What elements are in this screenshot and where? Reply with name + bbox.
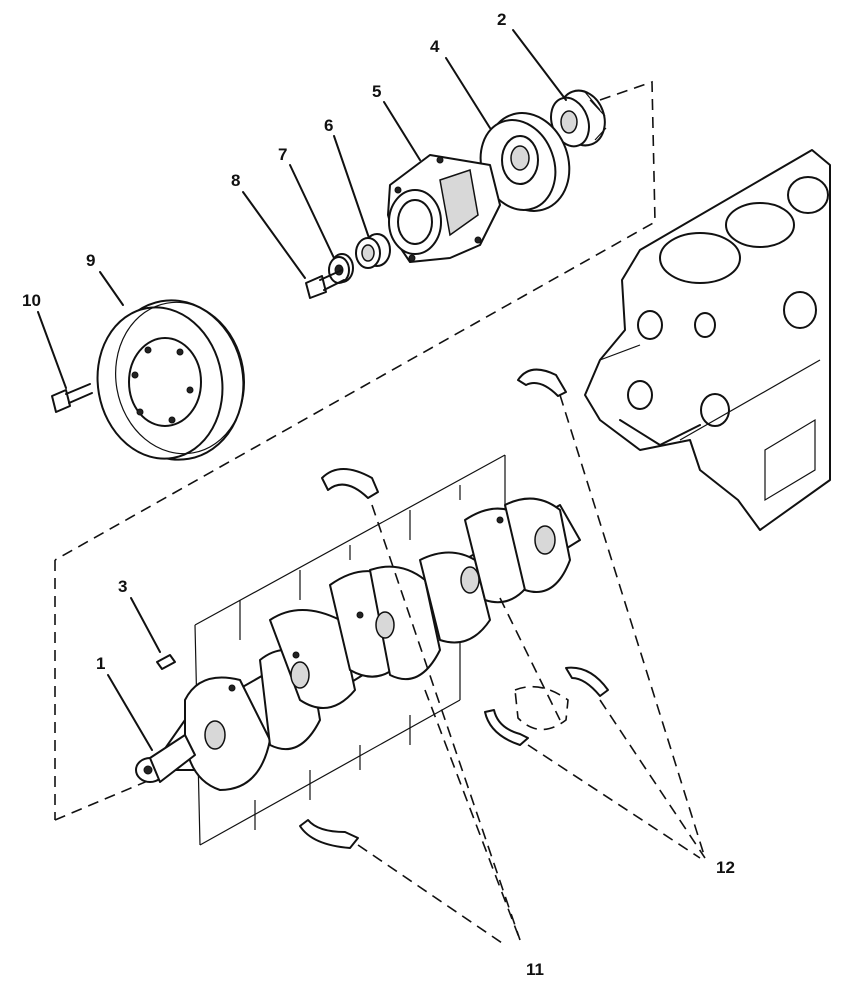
callout-8: 8 <box>231 171 240 190</box>
callout-11: 11 <box>526 960 544 979</box>
callout-12: 12 <box>716 858 735 877</box>
callout-4: 4 <box>430 37 440 56</box>
callout-1: 1 <box>96 654 105 673</box>
engine-block <box>584 149 831 531</box>
part-11-bearing-upper <box>321 468 379 499</box>
part-5-housing <box>387 154 501 263</box>
callout-5: 5 <box>372 82 381 101</box>
reference-lines <box>357 394 706 946</box>
part-3-key <box>156 654 176 670</box>
callout-7: 7 <box>278 145 287 164</box>
callout-3: 3 <box>118 577 127 596</box>
part-10-bolt <box>51 383 93 413</box>
part-12-thrust-washer-right <box>565 666 609 697</box>
part-1-crankshaft <box>135 454 581 846</box>
part-9-pulley <box>96 299 245 461</box>
callout-2: 2 <box>497 10 506 29</box>
part-11-bearing-dashed <box>514 685 569 731</box>
callout-6: 6 <box>324 116 333 135</box>
part-2-gear <box>550 89 607 148</box>
part-7-washer <box>328 253 354 284</box>
part-12-thrust-washer-top <box>517 368 567 397</box>
part-12-thrust-washer-left <box>484 709 529 746</box>
assembly-boundary-upper <box>54 80 656 821</box>
callout-9: 9 <box>86 251 95 270</box>
part-6-bushing <box>355 233 391 269</box>
callout-leaders <box>37 29 567 751</box>
callout-10: 10 <box>22 291 41 310</box>
part-8-bolt <box>305 269 345 299</box>
callouts: 2 4 5 6 7 8 9 10 3 1 12 11 <box>22 10 735 979</box>
part-4-gear <box>479 112 571 212</box>
part-11-bearing-lower <box>299 819 359 849</box>
